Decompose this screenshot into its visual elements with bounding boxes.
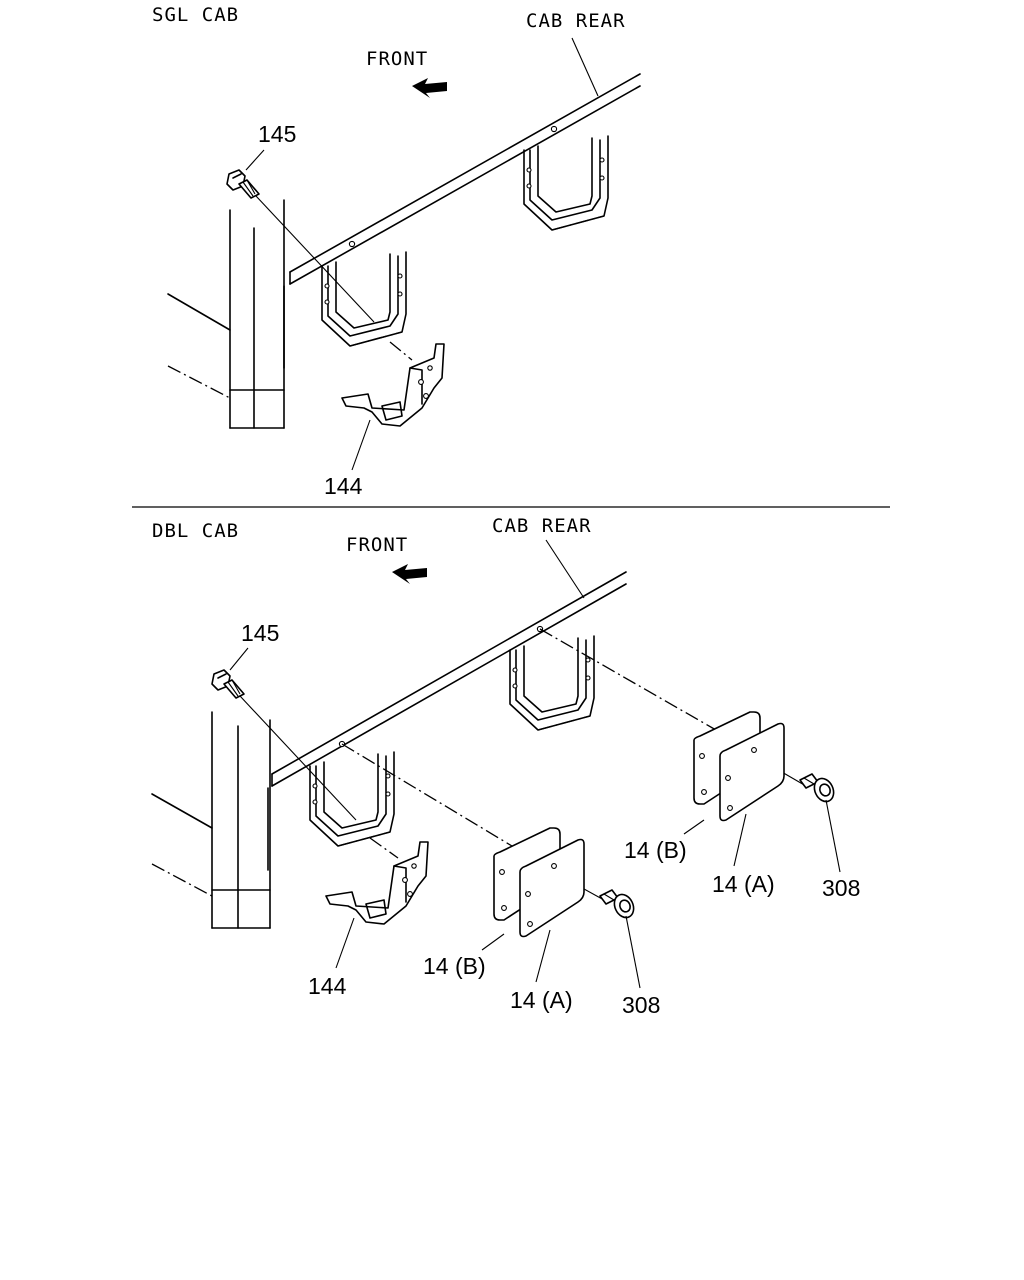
callout-144: 144 xyxy=(324,473,363,499)
callout-145: 145 xyxy=(258,121,296,147)
front-label: FRONT xyxy=(346,534,408,556)
cab-rear-label: CAB REAR xyxy=(526,10,626,32)
section-title: SGL CAB xyxy=(152,4,239,26)
front-arrow-icon xyxy=(412,78,447,98)
callout-308-rear: 308 xyxy=(822,875,860,901)
plate-pair-front xyxy=(493,827,585,938)
front-arrow-icon xyxy=(392,564,427,584)
rear-sill xyxy=(509,635,595,731)
bolt-icon xyxy=(226,169,260,199)
callout-145: 145 xyxy=(241,620,279,646)
bracket-icon xyxy=(341,343,445,427)
callout-14a-rear: 14 (A) xyxy=(712,871,775,897)
callout-14b-front: 14 (B) xyxy=(423,953,486,979)
callout-14a-front: 14 (A) xyxy=(510,987,573,1013)
section-dbl-cab: DBL CAB CAB REAR FRONT xyxy=(151,515,860,1018)
rear-sill xyxy=(523,135,609,231)
callout-308-front: 308 xyxy=(622,992,660,1018)
screw-rear-icon xyxy=(799,773,839,806)
plate-pair-rear xyxy=(693,711,785,822)
bracket-icon xyxy=(325,841,429,925)
callout-14b-rear: 14 (B) xyxy=(624,837,687,863)
screw-front-icon xyxy=(599,889,639,922)
section-title: DBL CAB xyxy=(152,520,239,542)
cab-frame xyxy=(167,73,641,429)
cab-rear-label: CAB REAR xyxy=(492,515,592,537)
bolt-icon xyxy=(211,669,245,699)
front-label: FRONT xyxy=(366,48,428,70)
front-sill xyxy=(309,751,395,847)
cab-frame xyxy=(151,571,627,929)
front-sill xyxy=(321,251,407,347)
callout-144: 144 xyxy=(308,973,347,999)
section-sgl-cab: SGL CAB CAB REAR FRONT xyxy=(152,4,641,499)
